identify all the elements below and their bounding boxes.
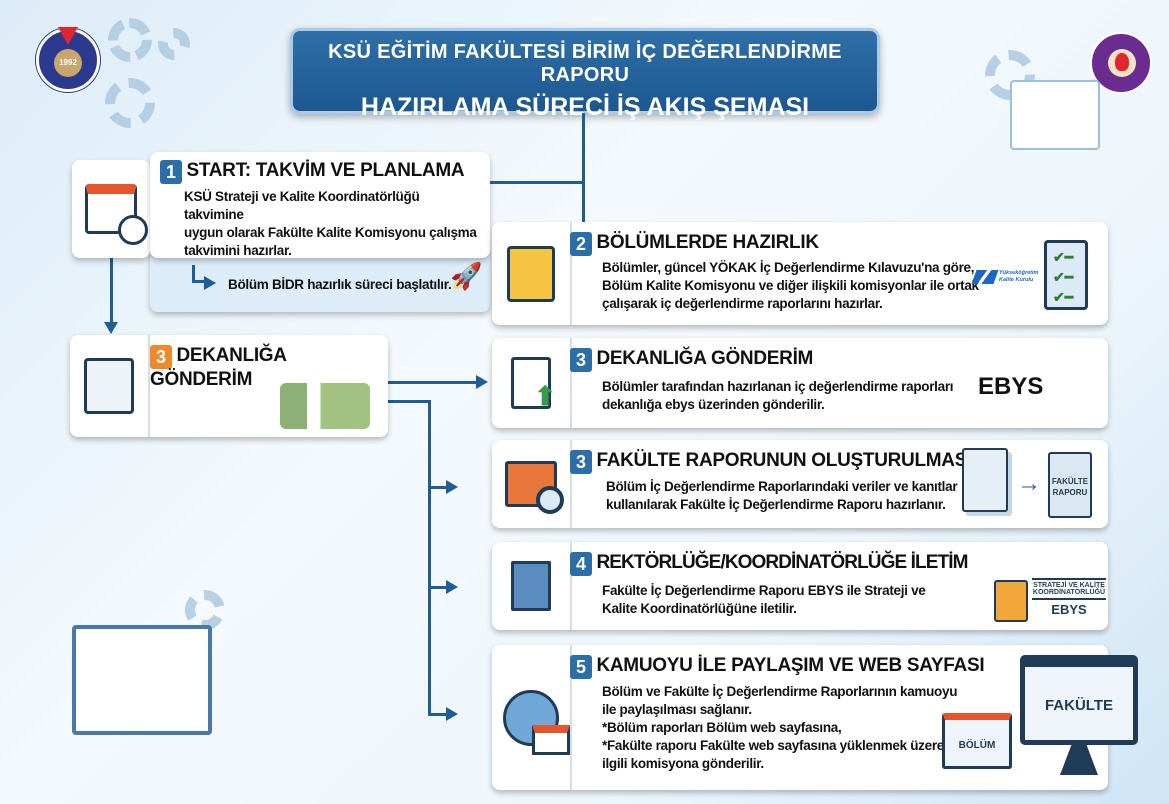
arrow-right-icon <box>446 480 458 494</box>
documents-stack-icon <box>962 448 1008 512</box>
arrow-down-icon <box>104 322 118 334</box>
arrow-right-icon <box>446 707 458 721</box>
gear-icon <box>108 18 152 62</box>
step-number: 5 <box>570 655 592 679</box>
arrow-right-icon <box>446 580 458 594</box>
step-text: çalışarak iç değerlendirme raporlarını h… <box>602 296 883 311</box>
report-label: RAPORU <box>1052 488 1088 497</box>
calendar-clock-icon <box>85 184 148 245</box>
analytics-illustration <box>1010 80 1100 150</box>
step-text: Bölüm ve Fakülte İç Değerlendirme Raporl… <box>602 684 958 699</box>
step-1-card: 1 START: TAKVİM VE PLANLAMA KSÜ Strateji… <box>150 152 490 258</box>
logo-text: Yükseköğretim <box>999 270 1039 276</box>
faculty-logo <box>1090 32 1152 94</box>
step-text: takvimini hazırlar. <box>184 243 292 258</box>
step-text: Bölüm İç Değerlendirme Raporlarındaki ve… <box>606 479 958 494</box>
step-text: Fakülte İç Değerlendirme Raporu EBYS ile… <box>602 583 926 598</box>
globe-web-icon <box>492 645 572 790</box>
workers-illustration <box>280 383 370 429</box>
step-title: REKTÖRLÜĞE/KOORDİNATÖRLÜĞE İLETİM <box>596 552 968 574</box>
step-number: 4 <box>570 552 592 576</box>
step-text: ilgili komisyona gönderilir. <box>602 756 764 771</box>
badge-line: STRATEJİ VE KALİTE <box>1032 578 1106 589</box>
connector <box>582 113 585 223</box>
step-number: 1 <box>160 160 182 184</box>
gear-icon <box>158 28 190 60</box>
step-text: Bölümler tarafından hazırlanan iç değerl… <box>602 379 954 394</box>
team-documents-icon <box>492 222 572 325</box>
arrow-right-icon <box>204 276 216 290</box>
badge-line: KOORDİNATÖRLÜĞÜ <box>1032 589 1106 600</box>
step-3b-card: 3 FAKÜLTE RAPORUNUN OLUŞTURULMASI Bölüm … <box>492 440 1108 528</box>
step-title: START: TAKVİM VE PLANLAMA <box>186 160 465 182</box>
faculty-report-icon: FAKÜLTE RAPORU <box>1048 452 1092 518</box>
step-number: 3 <box>150 345 172 369</box>
step-text: KSÜ Strateji ve Kalite Koordinatörlüğü t… <box>184 189 420 222</box>
connector <box>428 586 450 589</box>
connector <box>388 400 430 403</box>
step-title: BÖLÜMLERDE HAZIRLIK <box>596 232 819 254</box>
title-line-2: HAZIRLAMA SÜRECİ İŞ AKIŞ ŞEMASI <box>360 93 810 121</box>
arrow-right-icon <box>476 375 488 389</box>
gear-icon <box>185 590 225 630</box>
step-text: kullanılarak Fakülte İç Değerlendirme Ra… <box>606 497 946 512</box>
coordinatorship-badge: STRATEJİ VE KALİTE KOORDİNATÖRLÜĞÜ EBYS <box>1032 578 1106 617</box>
monitor-label: FAKÜLTE <box>1044 697 1114 714</box>
step-number: 3 <box>570 450 592 474</box>
step-2-card: 2 BÖLÜMLERDE HAZIRLIK Bölümler, güncel Y… <box>492 222 1108 325</box>
logo-text: Kalite Kurulu <box>999 277 1034 283</box>
building-hand-icon <box>492 542 572 630</box>
document-hand-icon <box>994 580 1028 622</box>
step-title: KAMUOYU İLE PAYLAŞIM VE WEB SAYFASI <box>596 655 985 677</box>
step-number: 2 <box>570 232 592 256</box>
step-text: Kalite Koordinatörlüğüne iletilir. <box>602 601 797 616</box>
corner-arrow-icon <box>192 265 206 283</box>
step-text: *Fakülte raporu Fakülte web sayfasına yü… <box>602 738 944 753</box>
connector <box>428 400 431 716</box>
document-upload-icon: ⬆ <box>492 338 572 428</box>
connector <box>388 381 478 384</box>
step-title: DEKANLIĞA GÖNDERİM <box>596 348 814 370</box>
factory-search-icon <box>492 440 572 528</box>
step-number: 3 <box>570 348 592 372</box>
arrow-right-icon: → <box>1017 470 1041 497</box>
laptop-label: BÖLÜM <box>958 740 996 751</box>
step-1-icon-box <box>72 160 150 258</box>
badge-line: EBYS <box>1051 602 1087 617</box>
dashboard-illustration <box>72 625 212 735</box>
step-title: FAKÜLTE RAPORUNUN OLUŞTURULMASI <box>596 450 973 472</box>
step-text: *Bölüm raporları Bölüm web sayfasına, <box>602 720 842 735</box>
step-text: uygun olarak Fakülte Kalite Komisyonu ça… <box>184 225 477 240</box>
step-4-card: 4 REKTÖRLÜĞE/KOORDİNATÖRLÜĞE İLETİM Fakü… <box>492 542 1108 630</box>
logo-year: 1992 <box>54 49 82 77</box>
university-logo: 1992 <box>36 27 100 92</box>
step-text: dekanlığa ebys üzerinden gönderilir. <box>602 397 825 412</box>
step-1-sub-text: Bölüm BİDR hazırlık süreci başlatılır. <box>228 277 452 292</box>
monitor-fakulte-icon: FAKÜLTE <box>1020 655 1138 745</box>
step-text: Bölümler, güncel YÖKAK İç Değerlendirme … <box>602 260 975 275</box>
step-5-card: 5 KAMUOYU İLE PAYLAŞIM VE WEB SAYFASI Bö… <box>492 645 1108 790</box>
step-text: Bölüm Kalite Komisyonu ve diğer ilişkili… <box>602 278 979 293</box>
rocket-icon: 🚀 <box>450 261 483 291</box>
page-title: KSÜ EĞİTİM FAKÜLTESİ BİRİM İÇ DEĞERLENDİ… <box>290 28 880 121</box>
connector <box>110 258 113 324</box>
step-dekanlik-left-card: 3 DEKANLIĞA GÖNDERİM <box>70 335 388 437</box>
presenter-icon <box>70 335 150 437</box>
step-text: ile paylaşılması sağlanır. <box>602 702 752 717</box>
connector <box>428 713 450 716</box>
laptop-bolum-icon: BÖLÜM <box>942 713 1012 769</box>
checklist-icon: ✔━✔━✔━ <box>1044 240 1088 310</box>
report-label: FAKÜLTE <box>1051 477 1089 486</box>
gear-icon <box>105 78 155 128</box>
connector <box>490 181 584 184</box>
step-title: DEKANLIĞA GÖNDERİM <box>150 345 286 390</box>
step-3-card: ⬆ 3 DEKANLIĞA GÖNDERİM Bölümler tarafınd… <box>492 338 1108 428</box>
connector <box>428 486 450 489</box>
ebys-label: EBYS <box>978 373 1044 400</box>
title-line-1: KSÜ EĞİTİM FAKÜLTESİ BİRİM İÇ DEĞERLENDİ… <box>328 41 842 86</box>
